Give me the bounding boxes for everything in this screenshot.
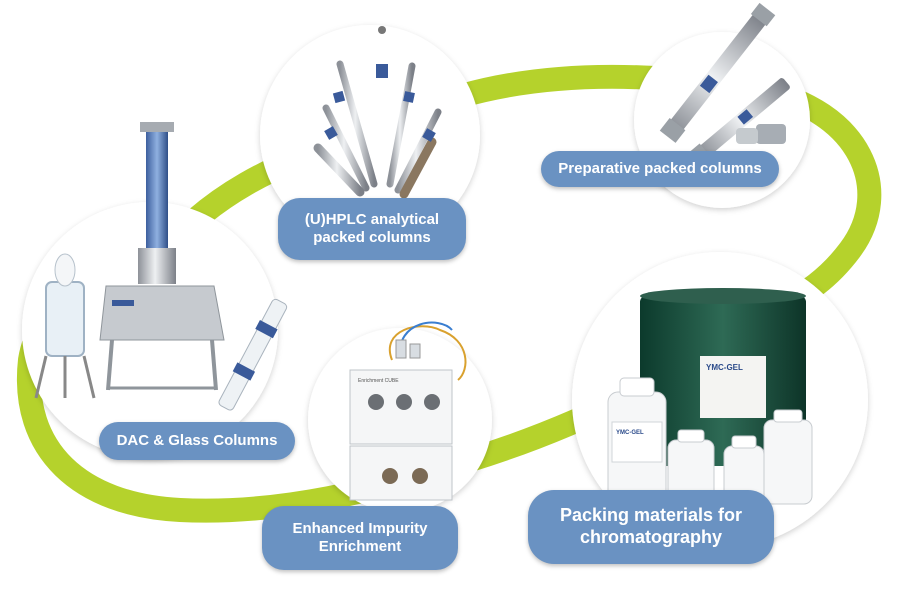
pack-label-line-2: chromatography	[579, 527, 722, 547]
hplc-label-line-2: packed columns	[313, 229, 431, 246]
dac-glass-label: DAC & Glass Columns	[99, 422, 295, 460]
system-brand-text: Enrichment CUBE	[358, 378, 399, 384]
hplc-label-line-1: (U)HPLC analytical	[304, 211, 440, 228]
packing-materials-label: Packing materials for chromatography	[528, 490, 774, 564]
drum-brand-text: YMC-GEL	[706, 363, 743, 372]
enrichment-system-image: Enrichment CUBE	[349, 321, 467, 501]
hplc-circle	[260, 25, 480, 245]
prep-columns-image	[659, 2, 790, 167]
bottle-brand-text: YMC-GEL	[616, 430, 644, 436]
preparative-label: Preparative packed columns	[541, 151, 779, 187]
dac-equipment-image	[34, 122, 288, 411]
hplc-columns-image	[313, 26, 442, 199]
enrich-label-line-2: Enrichment	[318, 538, 402, 555]
packing-materials-image: YMC-GEL YMC-GEL	[607, 288, 813, 515]
enrich-label-line-1: Enhanced Impurity	[292, 520, 428, 537]
impurity-enrichment-label: Enhanced Impurity Enrichment	[262, 506, 458, 570]
hplc-analytical-label: (U)HPLC analytical packed columns	[278, 198, 466, 260]
pack-label-line-1: Packing materials for	[559, 505, 743, 526]
